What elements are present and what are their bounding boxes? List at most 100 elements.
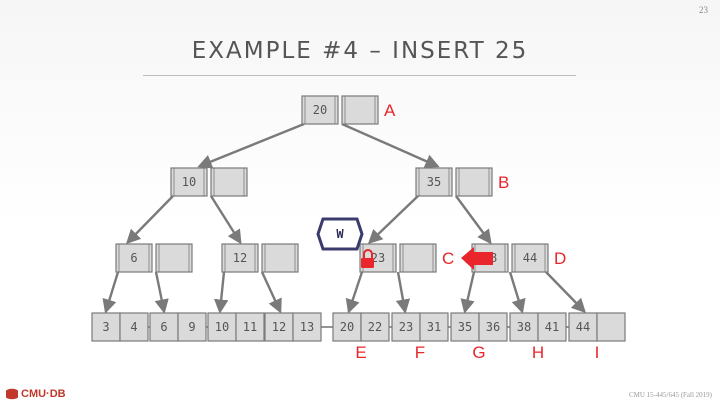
child-pointer [154, 271, 169, 314]
leaf-key: 23 [399, 320, 413, 334]
leaf-key: 12 [272, 320, 286, 334]
leaf-cell [568, 312, 598, 342]
course-footer: CMU 15-445/645 (Fall 2019) [628, 391, 712, 399]
leaf-node: 38 41H [509, 312, 567, 362]
node-label: D [554, 249, 566, 268]
key-cell [341, 95, 379, 125]
node-label: A [384, 101, 396, 120]
node-key: 12 [233, 251, 247, 265]
leaf-cell [419, 312, 449, 342]
child-pointer [460, 271, 476, 314]
key-cell [399, 243, 437, 273]
leaf-node: 44I [568, 312, 626, 362]
leaf-cell [509, 312, 539, 342]
key-cell [261, 243, 299, 273]
inner-node: 10 [170, 167, 248, 197]
leaf-key: 44 [576, 320, 590, 334]
leaf-node: 12 13 [264, 312, 322, 342]
leaf-key: 22 [368, 320, 382, 334]
tree-nodes: 20A1035B61223C3844D3469101112132022E2331… [91, 95, 626, 362]
child-pointer [455, 195, 492, 245]
leaf-label: E [355, 343, 366, 362]
child-pointer [395, 271, 411, 314]
slide-title: EXAMPLE #4 – INSERT 25 [191, 38, 529, 64]
child-pointer [260, 271, 282, 314]
child-pointer [345, 271, 364, 314]
leaf-key: 36 [486, 320, 500, 334]
leaf-key: 3 [102, 320, 109, 334]
key-cell [455, 167, 493, 197]
leaf-node: 10 11 [207, 312, 265, 342]
child-pointer [197, 122, 305, 169]
leaf-label: I [595, 343, 600, 362]
node-key: 44 [523, 251, 537, 265]
cmu-db-logo: CMU·DB [5, 388, 66, 400]
node-key: 6 [130, 251, 137, 265]
leaf-label: F [415, 343, 425, 362]
leaf-key: 4 [130, 320, 137, 334]
leaf-key: 13 [300, 320, 314, 334]
inner-node: 23 C [359, 243, 454, 273]
child-pointer [341, 122, 440, 168]
key-cell [115, 243, 153, 273]
child-pointer [545, 271, 587, 314]
key-cell [221, 243, 259, 273]
lock-icon [361, 249, 374, 268]
leaf-cell [91, 312, 121, 342]
leaf-cell [177, 312, 207, 342]
leaf-node: 23 31F [391, 312, 449, 362]
child-pointer [508, 271, 526, 314]
leaf-cell [119, 312, 149, 342]
write-latch-badge: W [316, 217, 364, 251]
leaf-cell [235, 312, 265, 342]
key-cell [155, 243, 193, 273]
leaf-key: 38 [517, 320, 531, 334]
inner-node: 20 A [301, 95, 396, 125]
node-key: 10 [182, 175, 196, 189]
child-pointer [214, 271, 229, 314]
leaf-label: G [472, 343, 485, 362]
leaf-cell [149, 312, 179, 342]
key-cell [301, 95, 339, 125]
inner-node: 6 [115, 243, 193, 273]
logo-text: CMU·DB [21, 388, 66, 400]
child-pointer [367, 195, 419, 244]
inner-node: 12 [221, 243, 299, 273]
latch-mode: W [336, 227, 344, 241]
key-cell [415, 167, 453, 197]
key-cell [210, 167, 248, 197]
title-divider [143, 75, 576, 76]
child-pointer [209, 195, 242, 245]
leaf-cell [360, 312, 390, 342]
latch-annotations: W [316, 217, 493, 270]
key-cell [511, 243, 549, 273]
leaf-cell [537, 312, 567, 342]
leaf-cell [478, 312, 508, 342]
node-label: B [498, 173, 509, 192]
database-icon [6, 388, 18, 400]
child-pointer [102, 271, 120, 314]
leaf-key: 31 [427, 320, 441, 334]
leaf-node: 35 36G [450, 312, 508, 362]
node-key: 20 [313, 103, 327, 117]
leaf-key: 10 [215, 320, 229, 334]
leaf-key: 9 [188, 320, 195, 334]
page-number: 23 [699, 5, 708, 15]
leaf-cell [264, 312, 294, 342]
leaf-key: 6 [160, 320, 167, 334]
red-arrow-icon [461, 247, 493, 270]
leaf-key: 41 [545, 320, 559, 334]
leaf-cell [292, 312, 322, 342]
node-key: 23 [371, 251, 385, 265]
leaf-label: H [532, 343, 544, 362]
child-pointer [125, 195, 174, 245]
leaf-key: 11 [243, 320, 257, 334]
leaf-key: 35 [458, 320, 472, 334]
leaf-cell [207, 312, 237, 342]
node-label: C [442, 249, 454, 268]
